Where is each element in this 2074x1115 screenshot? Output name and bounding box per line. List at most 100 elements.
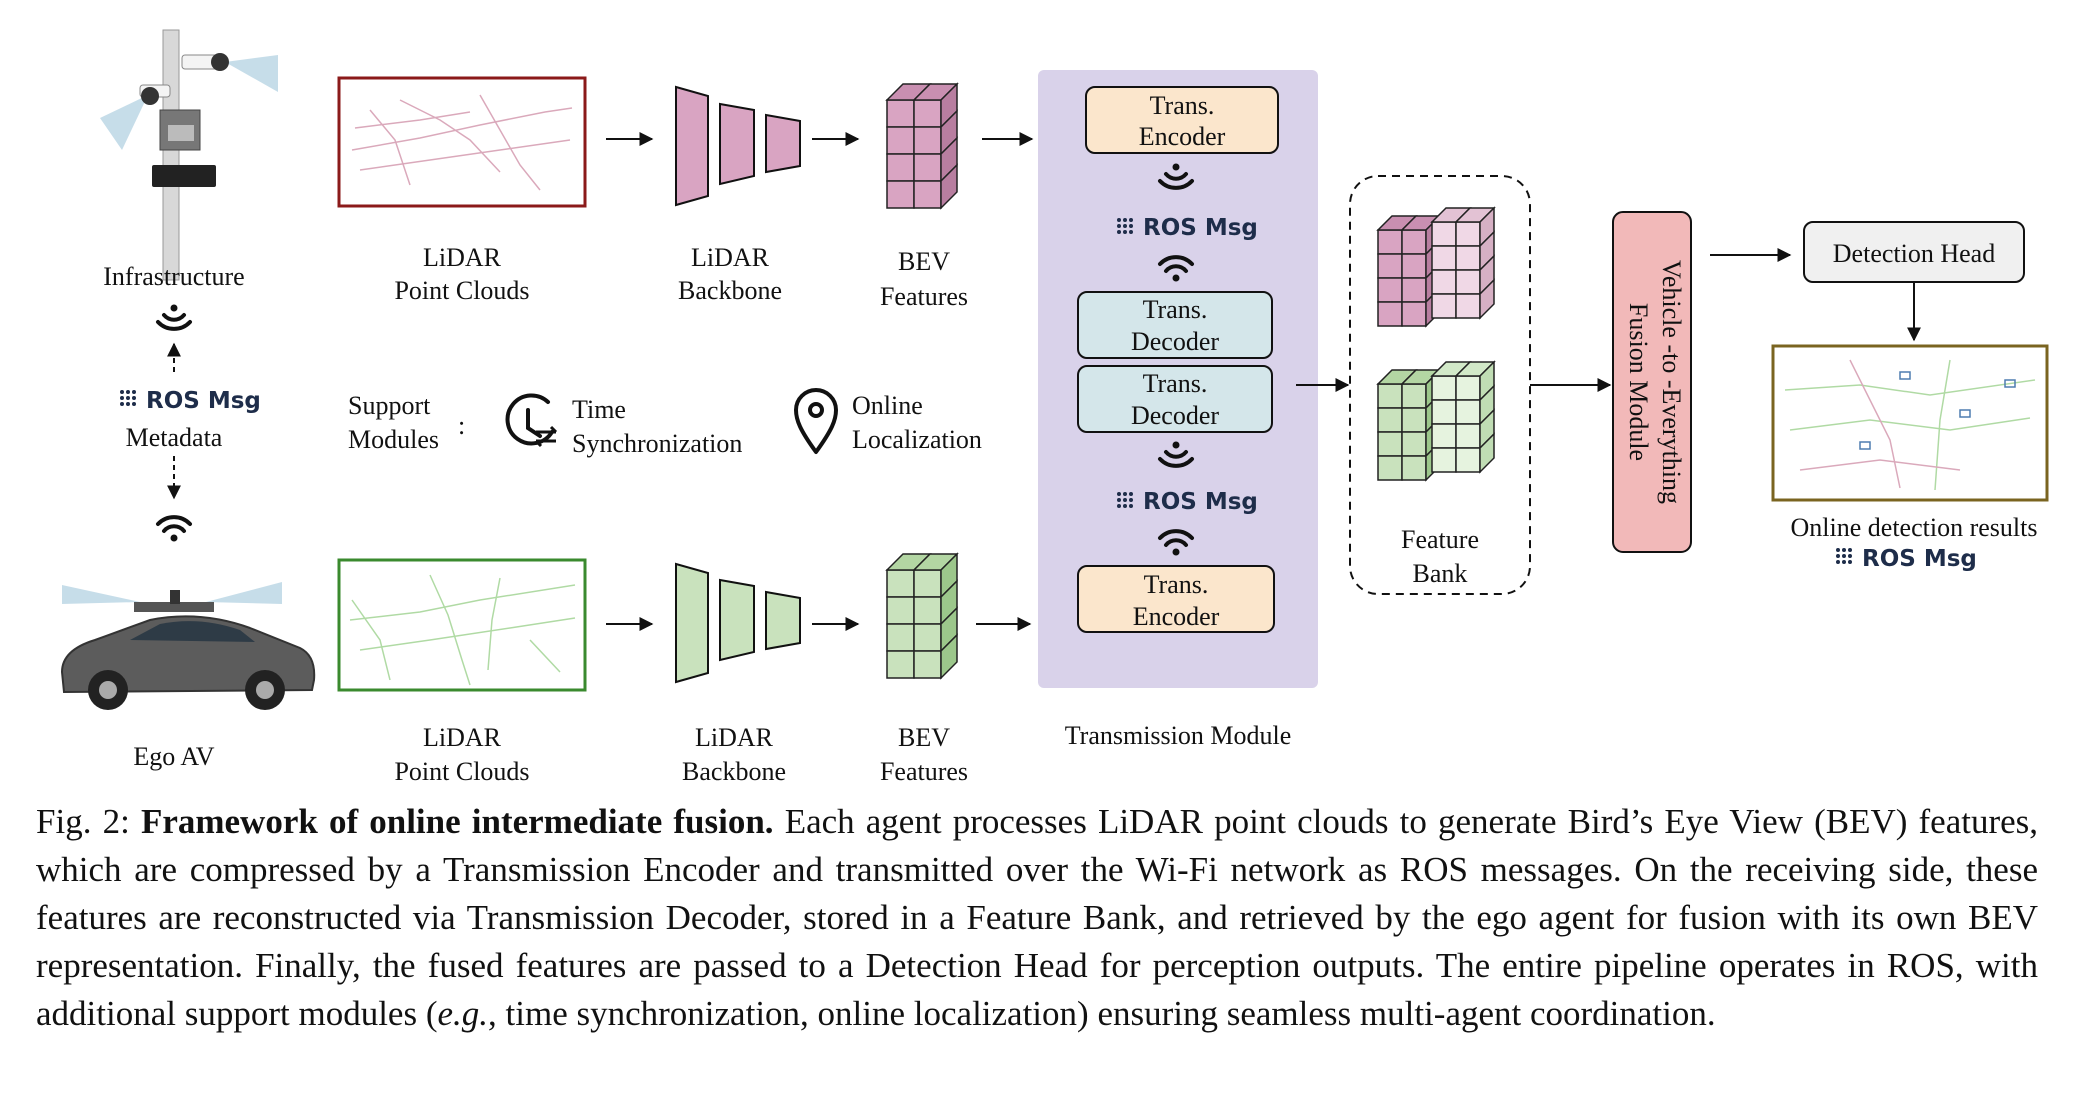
- feature-bank-label-2: Bank: [1413, 559, 1468, 588]
- feature-cube-side: [1479, 278, 1495, 320]
- detection-results-image: [1784, 359, 2036, 491]
- feature-cube-face: [1431, 447, 1457, 473]
- trans-decoder-2-label-2: Decoder: [1131, 401, 1219, 430]
- feature-cube-face: [1377, 277, 1403, 303]
- feature-cube-face: [1401, 407, 1427, 433]
- ego-bev-label-1: BEV: [898, 723, 950, 752]
- feature-cube-face: [886, 153, 915, 182]
- feature-cube-face: [886, 596, 915, 625]
- v2x-fusion-label-1: Vehicle -to -Everything: [1657, 260, 1686, 504]
- detection-results-frame: [1771, 344, 2049, 502]
- infra-bev-label-1: BEV: [898, 247, 950, 276]
- feature-cube-face: [1455, 293, 1481, 319]
- time-sync-label-2: Synchronization: [572, 429, 742, 458]
- infra-backbone-label-2: Backbone: [678, 276, 782, 305]
- ego-car-icon: [60, 582, 316, 710]
- infra-bev-label-2: Features: [880, 282, 968, 311]
- feature-cube-side: [940, 163, 958, 210]
- trans-encoder-bottom: Trans. Encoder: [1077, 565, 1275, 633]
- infra-backbone-icon: [675, 85, 801, 207]
- ego-av-label: Ego AV: [133, 742, 214, 771]
- trans-decoder-2: Trans. Decoder: [1077, 365, 1273, 433]
- feature-bank-label-1: Feature: [1401, 525, 1479, 554]
- ros-msg-label: ROS Msg: [1143, 215, 1258, 241]
- feature-cube-face: [1401, 229, 1427, 255]
- feature-cube-face: [1455, 375, 1481, 401]
- trans-decoder-1: Trans. Decoder: [1077, 291, 1273, 359]
- infra-backbone-label-1: LiDAR: [691, 243, 770, 272]
- ego-backbone-label-1: LiDAR: [695, 723, 774, 752]
- feature-cube-face: [1431, 423, 1457, 449]
- feature-cube-face: [1431, 245, 1457, 271]
- metadata-label: Metadata: [126, 423, 223, 452]
- feature-cube-face: [1431, 269, 1457, 295]
- ros-msg-label: ROS Msg: [146, 388, 261, 414]
- feature-cube-face: [1455, 269, 1481, 295]
- feature-cube-face: [1401, 253, 1427, 279]
- time-sync-label-1: Time: [572, 395, 626, 424]
- caption-eg: e.g.: [437, 994, 489, 1033]
- time-sync-icon: [505, 393, 558, 448]
- infrastructure-icon: [100, 29, 278, 281]
- feature-cube-face: [886, 99, 915, 128]
- ros-logo-icon: [120, 390, 136, 406]
- feature-cube-face: [1455, 447, 1481, 473]
- transmission-module-title: Transmission Module: [1065, 721, 1292, 750]
- feature-cube-face: [913, 99, 942, 128]
- ego-point-clouds-label-1: LiDAR: [423, 723, 502, 752]
- feature-cube-face: [1401, 431, 1427, 457]
- infra-point-clouds-label-1: LiDAR: [423, 243, 502, 272]
- infrastructure-label: Infrastructure: [103, 262, 244, 291]
- feature-cube-face: [1377, 455, 1403, 481]
- trans-encoder-bottom-label-2: Encoder: [1133, 602, 1220, 631]
- feature-cube-face: [886, 126, 915, 155]
- support-colon: :: [458, 411, 465, 440]
- ego-point-cloud-image: [349, 574, 576, 686]
- trans-decoder-1-label-1: Trans.: [1143, 295, 1208, 324]
- ros-logo-icon: [1117, 218, 1133, 234]
- caption-body: Each agent processes LiDAR point clouds …: [36, 802, 2039, 1033]
- feature-cube-face: [1401, 455, 1427, 481]
- infra-point-cloud-frame: [337, 76, 587, 208]
- feature-cube-face: [886, 650, 915, 679]
- feature-cube-side: [940, 633, 958, 680]
- feature-cube-face: [1401, 301, 1427, 327]
- caption-prefix: Fig. 2:: [36, 802, 130, 841]
- v2x-fusion-module: [1612, 211, 1692, 553]
- ros-msg-label: ROS Msg: [1862, 546, 1977, 572]
- feature-cube-face: [1455, 245, 1481, 271]
- trans-decoder-1-label-2: Decoder: [1131, 327, 1219, 356]
- wifi-icon: [156, 302, 192, 331]
- ros-msg-label: ROS Msg: [1143, 489, 1258, 515]
- feature-cube-face: [1455, 423, 1481, 449]
- ros-logo-icon: [1117, 492, 1133, 508]
- feature-cube-face: [913, 596, 942, 625]
- trans-encoder-top-label-2: Encoder: [1139, 122, 1226, 151]
- feature-bank-container: [1349, 175, 1531, 595]
- caption-body-end: , time synchronization, online localizat…: [488, 994, 1716, 1033]
- feature-cube-face: [886, 180, 915, 209]
- feature-bank-cubes: [1376, 206, 1496, 482]
- feature-cube-face: [1377, 407, 1403, 433]
- feature-cube-face: [913, 569, 942, 598]
- feature-cube-face: [913, 650, 942, 679]
- ego-bev-label-2: Features: [880, 757, 968, 786]
- trans-encoder-bottom-label-1: Trans.: [1144, 570, 1209, 599]
- localization-label-1: Online: [852, 391, 923, 420]
- feature-cube-face: [1401, 277, 1427, 303]
- support-modules-label-2: Modules: [348, 425, 439, 454]
- ego-point-clouds-label-2: Point Clouds: [394, 757, 529, 786]
- ego-backbone-label-2: Backbone: [682, 757, 786, 786]
- figure-caption: Fig. 2: Framework of online intermediate…: [36, 798, 2038, 1038]
- feature-cube-face: [1431, 399, 1457, 425]
- infra-bev-features-icon: [885, 82, 959, 210]
- location-pin-icon: [794, 388, 838, 454]
- feature-cube-face: [1377, 253, 1403, 279]
- feature-cube-face: [1455, 399, 1481, 425]
- trans-encoder-top: Trans. Encoder: [1085, 86, 1279, 154]
- caption-title: Framework of online intermediate fusion.: [140, 802, 774, 841]
- feature-cube-face: [1431, 375, 1457, 401]
- feature-cube-face: [913, 623, 942, 652]
- infra-point-cloud-image: [351, 94, 573, 191]
- feature-cube-face: [1431, 293, 1457, 319]
